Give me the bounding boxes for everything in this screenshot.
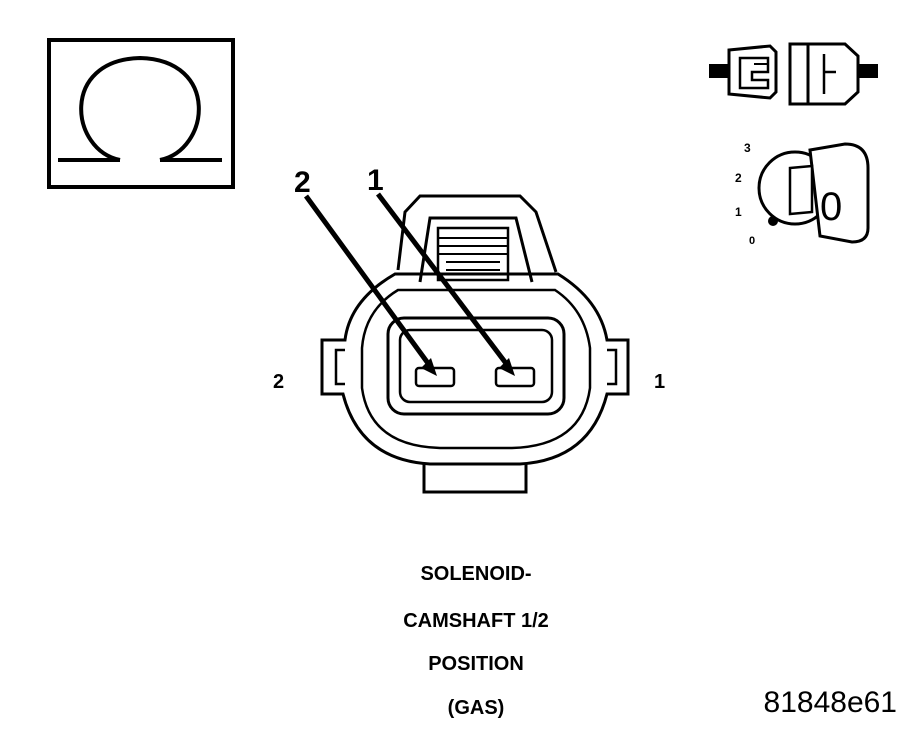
ignition-position-1: 1 xyxy=(735,205,742,219)
ohm-symbol: Ω xyxy=(0,0,1,1)
component-title: SOLENOID- CAMSHAFT 1/2 POSITION (GAS) xyxy=(403,563,549,719)
callout-leaders xyxy=(303,192,515,376)
ignition-position-2: 2 xyxy=(735,171,742,185)
arrowhead-pin-2 xyxy=(421,358,437,376)
ohmmeter-icon: Ω xyxy=(0,0,235,189)
title-line-4: (GAS) xyxy=(448,697,505,719)
callout-number-2: 2 xyxy=(294,166,311,199)
title-line-2: CAMSHAFT 1/2 xyxy=(403,610,549,632)
leader-line-pin-1 xyxy=(376,192,510,368)
terminal-pin-1 xyxy=(494,366,536,388)
callout-number-1: 1 xyxy=(367,164,384,197)
figure-id: 81848e61 xyxy=(764,686,897,719)
ignition-position-3: 3 xyxy=(744,141,751,155)
side-label-1: 1 xyxy=(654,371,665,393)
ignition-key-icon: 0 3 2 1 0 xyxy=(735,141,870,247)
terminal-pin-2 xyxy=(414,366,456,388)
ignition-key-label: 0 xyxy=(820,185,842,229)
connector-face xyxy=(320,194,630,494)
ignition-position-0: 0 xyxy=(749,235,755,247)
title-line-3: POSITION xyxy=(428,653,524,675)
ignition-pointer-dot xyxy=(768,216,778,226)
leader-line-pin-2 xyxy=(303,194,433,368)
title-line-1: SOLENOID- xyxy=(420,563,531,585)
disconnected-connector-icon xyxy=(709,42,878,106)
arrowhead-pin-1 xyxy=(499,358,515,376)
side-label-2: 2 xyxy=(273,371,284,393)
